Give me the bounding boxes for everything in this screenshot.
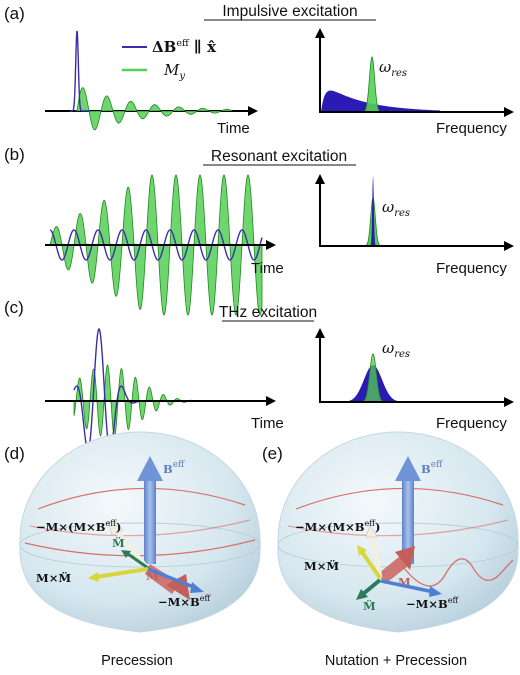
mxmddot-arrow-d-head [88,572,99,582]
damping-arrow-d-head [107,520,124,536]
beff-arrow-d-head [137,456,163,481]
torque-label-e: −M×Beff [406,596,459,611]
caption-e: Nutation + Precession [325,653,467,669]
panel-e-label: (e) [262,444,283,463]
mddot-arrow-d [127,552,149,570]
legend-my-label: My [163,61,185,82]
damping-arrow-e-head [365,524,378,538]
trajectory-d-2 [29,519,251,537]
torque-label-d: −M×Beff [158,594,211,609]
panel-b-freq-label: Frequency [436,260,507,277]
panel-c-freq-label: Frequency [436,415,507,432]
trajectory-d-1 [37,487,246,510]
panel-c-label: (c) [4,298,24,317]
panel-b-time-label: Time [251,260,284,277]
beff-arrow-e-head [395,456,421,481]
panel-a-field-spectrum [321,90,440,112]
sphere-e [277,431,519,633]
mxmddot-arrow-d [95,567,149,579]
mxmddot-label-d: M×M̈ [36,571,71,585]
panel-e: (e) Beff M −M×(M×Beff) M×M̈ M̈ −M×Beff N… [262,431,519,669]
mddot-label-d: M̈ [112,536,125,550]
panel-d: (d) Beff M −M×(M×Beff) M̈ M×M̈ −M×Beff P… [4,431,261,669]
beff-label-e: Beff [421,460,443,476]
panel-c-time-label: Time [251,415,284,432]
m-arrow-e-head [395,546,415,570]
torque-arrow-e [380,579,435,594]
panel-b-title: Resonant excitation [211,148,347,165]
panel-b-field-wave [49,229,263,261]
panel-b-label: (b) [4,145,25,164]
panel-a-my-spectrum [361,56,383,113]
panel-a: (a) Impulsive excitation ΔBeff ∥ x̂ My T… [4,3,514,137]
panel-a-field-pulse [70,30,90,112]
m-arrow-d-head [166,574,190,600]
damping-arrow-e [369,533,383,579]
panel-b-resonance-label: ωres [382,198,410,219]
mddot-label-e: M̈ [363,599,376,613]
panel-b-field-spectrum [370,176,376,246]
panel-c: (c) THz excitation Time ωres Frequency [4,298,514,451]
torque-arrow-e-head [429,586,442,597]
trajectory-e-2 [287,519,509,537]
trajectory-e-1 [295,487,504,510]
panel-c-my-spectrum [360,353,386,403]
beff-label-d: Beff [163,460,185,476]
legend-field-label: ΔBeff ∥ x̂ [152,38,217,56]
panel-d-label: (d) [4,444,25,463]
torque-arrow-d [147,567,197,590]
beff-arrow-d-shaft [144,478,156,564]
torque-arrow-d-head [190,582,204,593]
panel-a-resonance-label: ωres [379,58,407,79]
mxmddot-arrow-e [360,550,382,580]
mddot-arrow-d-head [121,550,131,558]
beff-arrow-e-shaft [402,478,414,564]
caption-d: Precession [101,653,173,669]
mxmddot-label-e: M×M̈ [304,559,339,573]
panel-c-title: THz excitation [219,304,317,321]
damping-label-d: −M×(M×Beff) [36,519,121,534]
damping-label-e: −M×(M×Beff) [295,519,380,534]
damping-arrow-d [113,527,149,570]
sphere-d [19,431,261,633]
panel-a-my-curve [75,87,233,131]
mddot-arrow-e-head [356,589,368,600]
mxmddot-arrow-e-head [357,545,367,556]
panel-c-resonance-label: ωres [382,339,410,360]
panel-a-time-label: Time [217,120,250,137]
panel-a-freq-label: Frequency [436,120,507,137]
panel-b: (b) Resonant excitation Time ωres Freque… [4,145,514,316]
panel-a-label: (a) [4,4,25,23]
panel-a-title: Impulsive excitation [222,3,357,20]
trajectory-e-nutation [403,558,514,587]
sphere-d-equator [19,522,261,568]
mddot-arrow-e [361,578,382,596]
m-arrow-e-shaft [378,556,408,584]
